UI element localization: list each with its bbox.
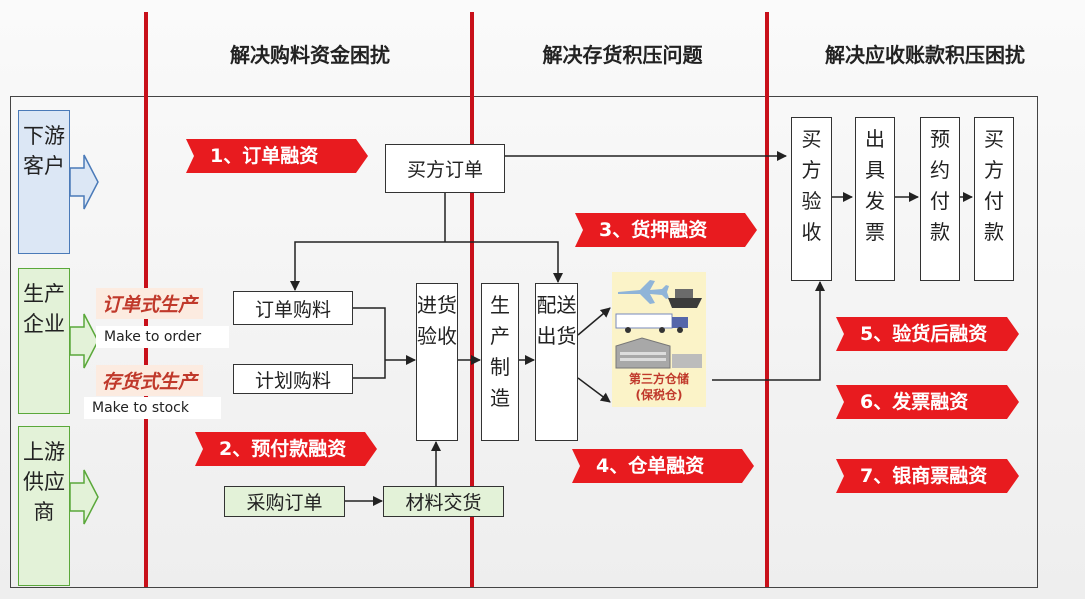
- downstream-arrow-icon: [69, 154, 99, 210]
- make-to-stock-cn: 存货式生产: [96, 365, 204, 396]
- incoming-inspection-box: 进货验收: [416, 283, 458, 441]
- flow-to-warehouse-down: [577, 377, 611, 403]
- warehouse-illustration: 第三方仓储 (保税仓): [612, 272, 706, 407]
- order-purchase-box: 订单购料: [233, 291, 353, 325]
- flow-warehouse-to-acceptance: [712, 281, 825, 381]
- plan-purchase-box: 计划购料: [233, 364, 353, 394]
- make-to-order-cn: 订单式生产: [96, 288, 204, 319]
- actor-downstream-customer: 下游客户: [18, 110, 70, 254]
- financing-tag-prepayment: 2、预付款融资: [195, 432, 377, 466]
- flow-order-to-order-purchase: [290, 241, 445, 291]
- flow-order-purchase-merge: [353, 307, 386, 360]
- logistics-illustration-icon: [615, 280, 702, 369]
- buyer-order-box: 买方订单: [385, 144, 505, 193]
- warehouse-label-line2: (保税仓): [635, 388, 683, 402]
- make-to-stock-en: Make to stock: [84, 397, 221, 419]
- phase-divider-3: [765, 12, 769, 587]
- producer-arrow-icon: [69, 313, 99, 369]
- financing-tag-commercial-bill: 7、银商票融资: [836, 459, 1019, 493]
- financing-tag-warehouse-receipt: 4、仓单融资: [572, 449, 754, 483]
- flow-order-to-delivery: [445, 241, 563, 283]
- process-frame: [10, 96, 1038, 588]
- phase-divider-2: [470, 12, 474, 587]
- financing-tag-post-inspection: 5、验货后融资: [836, 317, 1019, 351]
- buyer-payment-box: 买方付款: [974, 117, 1014, 281]
- actor-upstream-supplier: 上游供应商: [18, 426, 70, 586]
- financing-tag-order: 1、订单融资: [186, 139, 368, 173]
- phase-heading-inventory: 解决存货积压问题: [542, 43, 703, 67]
- delivery-box: 配送出货: [535, 283, 578, 441]
- buyer-acceptance-box: 买方验收: [791, 117, 832, 281]
- financing-tag-goods-pledge: 3、货押融资: [575, 213, 757, 247]
- flow-to-warehouse-up: [577, 307, 611, 336]
- flow-plan-purchase-merge: [353, 360, 386, 379]
- phase-heading-purchase: 解决购料资金困扰: [230, 43, 390, 67]
- upstream-arrow-icon: [69, 469, 99, 525]
- purchase-order-box: 采购订单: [224, 486, 345, 517]
- scheduled-payment-box: 预约付款: [920, 117, 960, 281]
- issue-invoice-box: 出具发票: [855, 117, 895, 281]
- manufacturing-box: 生产制造: [481, 283, 519, 441]
- make-to-order-en: Make to order: [96, 326, 229, 348]
- actor-producer: 生产企业: [18, 268, 70, 414]
- phase-heading-receivables: 解决应收账款积压困扰: [825, 43, 1025, 67]
- financing-tag-invoice: 6、发票融资: [836, 385, 1019, 419]
- warehouse-label-line1: 第三方仓储: [628, 372, 689, 386]
- material-delivery-box: 材料交货: [383, 486, 504, 517]
